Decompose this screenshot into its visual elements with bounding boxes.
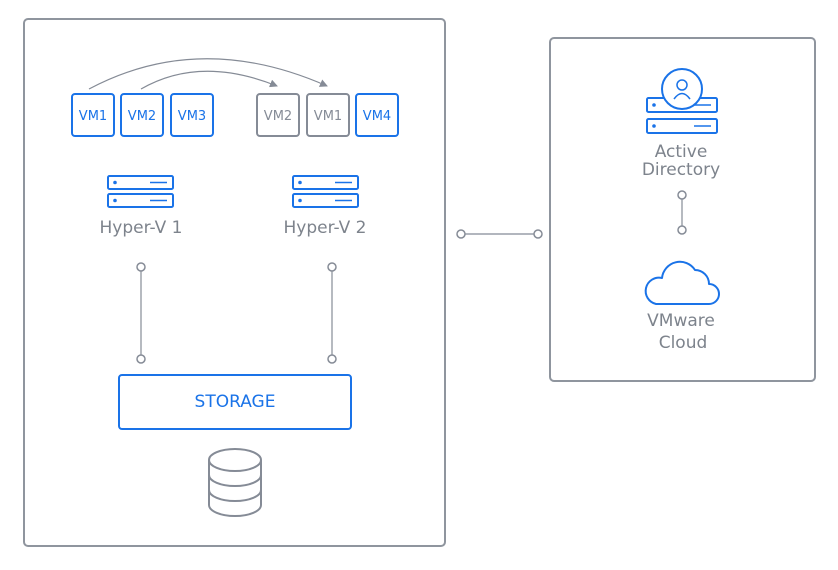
svg-text:VM2: VM2 bbox=[128, 109, 156, 124]
vm-box-host2-3: VM4 bbox=[355, 93, 399, 137]
svg-text:VM2: VM2 bbox=[264, 109, 292, 124]
cloud-label-line1: VMware bbox=[647, 311, 715, 331]
connector-ad-cloud bbox=[677, 190, 687, 235]
cloud-label-line2: Cloud bbox=[659, 333, 708, 353]
connector-panels bbox=[456, 229, 543, 239]
connector-host2-storage bbox=[327, 262, 337, 364]
vm-box-host2-migrated-2: VM1 bbox=[306, 93, 350, 137]
user-icon bbox=[661, 68, 703, 110]
vm-box-host1-2: VM2 bbox=[120, 93, 164, 137]
svg-text:VM3: VM3 bbox=[178, 109, 206, 124]
connector-host1-storage bbox=[136, 262, 146, 364]
host1-label: Hyper-V 1 bbox=[100, 218, 183, 238]
server-icon bbox=[107, 175, 174, 208]
svg-text:VM1: VM1 bbox=[314, 109, 342, 124]
storage-box: STORAGE bbox=[118, 374, 352, 430]
server-icon bbox=[292, 175, 359, 208]
host2-label: Hyper-V 2 bbox=[284, 218, 367, 238]
cloud-icon bbox=[644, 260, 720, 305]
database-icon bbox=[208, 448, 262, 517]
vm-box-host1-1: VM1 bbox=[71, 93, 115, 137]
migration-arrow-vm2 bbox=[140, 70, 278, 90]
ad-label-line2: Directory bbox=[642, 160, 720, 180]
storage-label: STORAGE bbox=[195, 392, 276, 412]
svg-text:VM1: VM1 bbox=[79, 109, 107, 124]
migration-arrow-vm1 bbox=[88, 58, 328, 90]
vm-box-host1-3: VM3 bbox=[170, 93, 214, 137]
vm-box-host2-migrated-1: VM2 bbox=[256, 93, 300, 137]
svg-text:VM4: VM4 bbox=[363, 109, 391, 124]
ad-label-line1: Active bbox=[655, 142, 708, 162]
